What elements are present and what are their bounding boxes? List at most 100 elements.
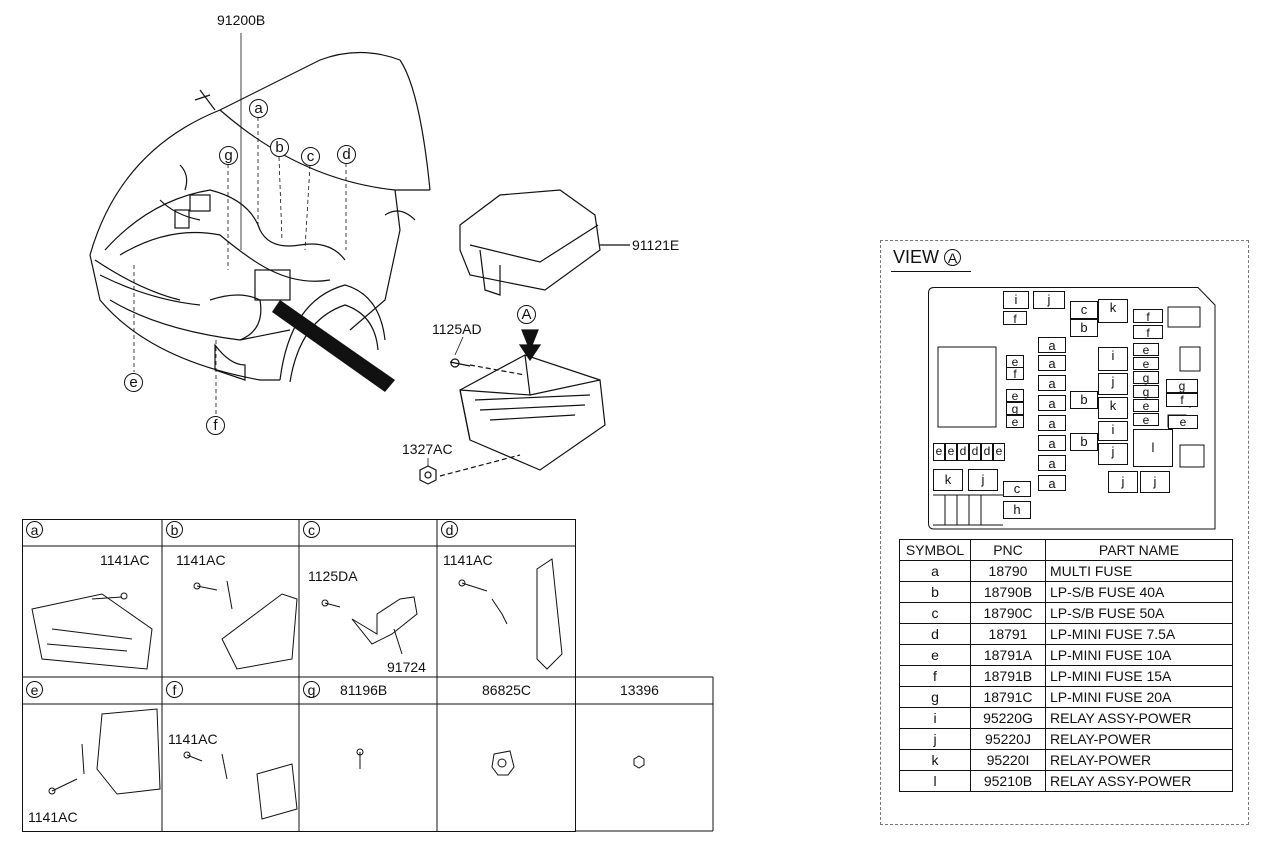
cell-pnc: 18790 <box>970 560 1046 582</box>
fuse-c-2: c <box>1003 481 1031 497</box>
fuse-h-1: h <box>1003 501 1031 519</box>
cell-symbol: k <box>899 749 971 771</box>
cell-part-name: RELAY-POWER <box>1045 749 1233 771</box>
main-illustration <box>89 33 630 485</box>
cell-part-name: LP-MINI FUSE 7.5A <box>1045 623 1233 645</box>
cell-symbol: g <box>899 686 971 708</box>
callout-e: e <box>124 373 143 392</box>
view-a-panel: VIEW A i j c k b f f f a a a a <box>880 240 1249 825</box>
grid-symbol-c: c <box>303 521 320 538</box>
fuse-a-8: a <box>1038 475 1066 491</box>
fuse-a-5: a <box>1038 415 1066 431</box>
part-b-number: 1141AC <box>176 552 226 568</box>
fuse-b-1: b <box>1070 319 1098 337</box>
fuse-e-7: e <box>1006 389 1024 402</box>
fuse-a-2: a <box>1038 355 1066 371</box>
fuse-a-7: a <box>1038 455 1066 471</box>
callout-b: b <box>270 138 289 157</box>
fuse-f-2: f <box>1133 309 1163 324</box>
cell-part-name: LP-S/B FUSE 50A <box>1045 602 1233 624</box>
cell-pnc: 95220J <box>970 728 1046 750</box>
fuse-a-6: a <box>1038 435 1066 451</box>
cell-symbol: a <box>899 560 971 582</box>
cell-part-name: RELAY ASSY-POWER <box>1045 770 1233 792</box>
fuse-g-3: g <box>1166 379 1198 393</box>
cell-symbol: b <box>899 581 971 603</box>
grid-symbol-b: b <box>166 521 183 538</box>
part-h1-number: 86825C <box>482 682 532 698</box>
fuse-e-4: e <box>1133 413 1159 426</box>
relay-i-2: i <box>1098 347 1128 371</box>
part-e-number: 1141AC <box>28 809 78 825</box>
relay-j-5: j <box>1140 471 1170 493</box>
fuse-e-11: e <box>993 443 1005 461</box>
grid-symbol-e: e <box>26 681 43 698</box>
cell-part-name: MULTI FUSE <box>1045 560 1233 582</box>
table-header-row: SYMBOL PNC PART NAME <box>899 539 1233 561</box>
cell-pnc: 95220I <box>970 749 1046 771</box>
callout-a: a <box>249 99 268 118</box>
fuse-a-1: a <box>1038 337 1066 353</box>
fuse-box-layout: i j c k b f f f a a a a a a a a b b i j … <box>928 287 1216 530</box>
callout-c: c <box>301 147 320 166</box>
fuse-j-1: j <box>1033 291 1065 309</box>
relay-j-4: j <box>1108 471 1138 493</box>
part-a-number: 1141AC <box>100 552 150 568</box>
relay-k-2: k <box>1098 397 1128 419</box>
fuse-e-6: e <box>1006 355 1024 368</box>
part-h2-number: 13396 <box>620 682 659 698</box>
cell-pnc: 95220G <box>970 707 1046 729</box>
relay-l-1: l <box>1133 429 1173 467</box>
cell-part-name: RELAY ASSY-POWER <box>1045 707 1233 729</box>
grid-symbol-g: g <box>303 681 320 698</box>
fuse-e-9: e <box>933 443 945 461</box>
grid-symbol-a: a <box>26 521 43 538</box>
cell-symbol: e <box>899 644 971 666</box>
fuse-e-10: e <box>945 443 957 461</box>
fuse-d-2: d <box>969 443 981 461</box>
fuse-f-1: f <box>1003 311 1027 326</box>
cell-part-name: LP-S/B FUSE 40A <box>1045 581 1233 603</box>
cell-pnc: 18791 <box>970 623 1046 645</box>
fuse-b-3: b <box>1070 433 1098 451</box>
view-marker-callout: A <box>517 305 536 324</box>
cover-part-label: 91121E <box>632 237 680 253</box>
fuse-e-3: e <box>1133 399 1159 412</box>
callout-g: g <box>219 146 238 165</box>
bolt-part-label: 1125AD <box>432 321 482 337</box>
parts-detail-grid: a b c d e f g 1141AC 1141AC 1125DA 91724… <box>22 519 714 832</box>
fuse-e-1: e <box>1133 343 1159 356</box>
fuse-b-2: b <box>1070 391 1098 409</box>
fuse-f-4: f <box>1166 393 1198 407</box>
fuse-a-3: a <box>1038 375 1066 391</box>
nut-part-label: 1327AC <box>402 441 453 457</box>
grid-lines <box>22 519 714 832</box>
cell-symbol: l <box>899 770 971 792</box>
part-c-number-1: 1125DA <box>308 568 358 584</box>
cell-symbol: c <box>899 602 971 624</box>
relay-j-2: j <box>1098 373 1128 395</box>
cell-pnc: 18791B <box>970 665 1046 687</box>
grid-symbol-d: d <box>441 521 458 538</box>
part-f-number: 1141AC <box>168 731 218 747</box>
part-d-number: 1141AC <box>443 552 493 568</box>
cell-part-name: LP-MINI FUSE 20A <box>1045 686 1233 708</box>
header-symbol: SYMBOL <box>899 539 971 561</box>
fuse-g-2: g <box>1133 385 1159 398</box>
fuse-e-2: e <box>1133 357 1159 370</box>
part-g-number: 81196B <box>340 682 388 698</box>
cell-symbol: f <box>899 665 971 687</box>
cell-symbol: d <box>899 623 971 645</box>
fuse-e-5: e <box>1168 415 1198 429</box>
grid-symbol-f: f <box>166 681 183 698</box>
view-title-underline <box>891 271 971 272</box>
